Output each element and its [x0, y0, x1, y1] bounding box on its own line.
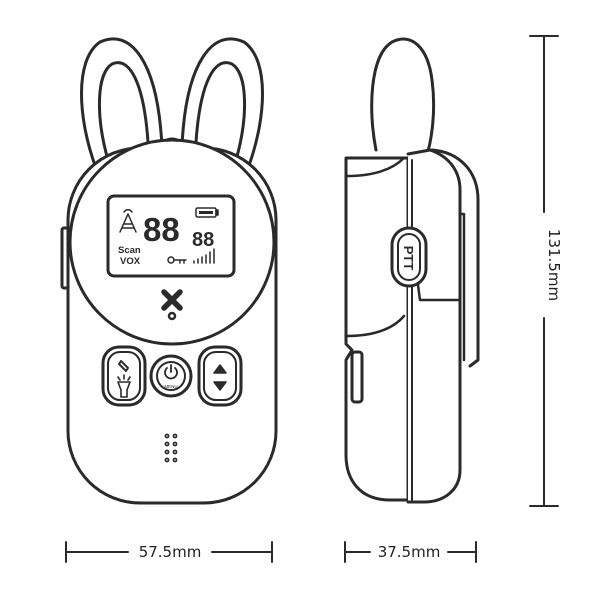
power-icon: [164, 364, 178, 380]
belt-clip: [430, 148, 480, 368]
width-dimension-label: 57.5mm: [139, 543, 202, 561]
side-body: [344, 156, 410, 502]
phone-icon: [118, 360, 129, 372]
height-dimension-label: 131.5mm: [545, 229, 563, 301]
lcd-small-digits: 88: [192, 229, 214, 251]
up-down-button[interactable]: [197, 345, 243, 407]
left-ear: [80, 37, 164, 170]
call-flashlight-button[interactable]: [101, 345, 147, 407]
side-jack: [350, 350, 364, 404]
lcd-main-digits: 88: [143, 211, 180, 248]
side-view: [344, 37, 480, 504]
flashlight-icon: [117, 374, 131, 398]
ptt-label: PTT: [401, 246, 416, 271]
speaker-grille: [164, 433, 178, 463]
front-view: [60, 37, 278, 505]
lcd-scan-label: Scan: [118, 245, 141, 256]
depth-dimension-label: 37.5mm: [378, 543, 441, 561]
power-menu-button[interactable]: [149, 354, 193, 398]
lcd-screen: [106, 194, 236, 278]
left-ear-inner: [97, 61, 150, 162]
side-ear: [370, 37, 436, 160]
front-side-key: [60, 226, 70, 290]
lcd-vox-label: VOX: [120, 256, 141, 267]
right-ear: [180, 37, 264, 170]
right-ear-inner: [194, 61, 247, 162]
arrow-up-icon: [213, 364, 227, 374]
arrow-down-icon: [213, 381, 227, 391]
signal-tower-icon: [119, 209, 137, 233]
face-circle: [68, 138, 276, 346]
signal-bars-icon: [193, 248, 215, 264]
key-icon: [167, 256, 187, 264]
dimension-lines: [65, 35, 559, 563]
menu-label: MENU: [164, 384, 177, 389]
side-back: [406, 148, 462, 504]
ptt-button[interactable]: [390, 226, 428, 288]
brand-logo: [161, 289, 183, 311]
